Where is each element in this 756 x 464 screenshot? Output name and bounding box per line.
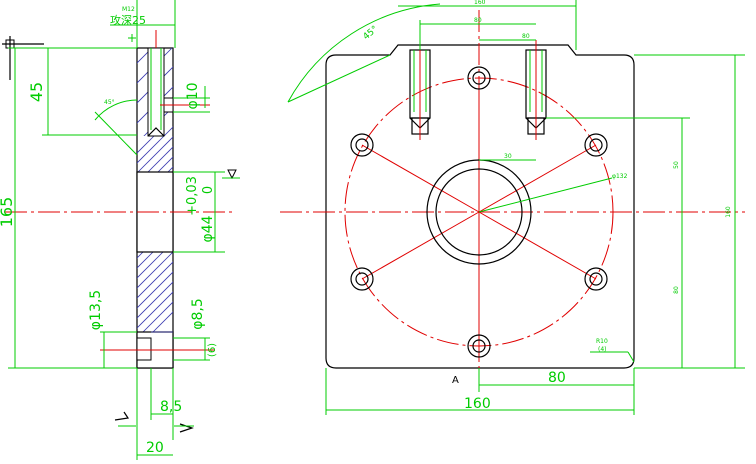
hatch-upper: [137, 135, 173, 172]
bore-leader: [478, 177, 613, 213]
side-view: 165 45 45° M12 攻深25 φ10: [0, 0, 240, 460]
centre-dim-text: 30: [504, 153, 512, 160]
bolt-holes: [350, 66, 608, 358]
chamfer-arc: 45°: [287, 3, 441, 103]
dim-phi44: φ44 +0,03 0: [173, 169, 240, 253]
right-dim-upper-text: 50: [673, 161, 680, 169]
dim-165-text: 165: [0, 197, 16, 228]
dim-paren-text: (6): [207, 343, 218, 357]
dim-phi10: φ10: [173, 82, 210, 113]
top-dim-inner-text: 80: [522, 33, 530, 40]
bolt-hole: [350, 267, 374, 291]
top-dim-mid-text: 80: [474, 17, 482, 24]
top-dims: 160 80 80 30: [398, 0, 577, 161]
dim-phi10-text: φ10: [185, 82, 201, 109]
dim-80-text: 80: [548, 370, 566, 386]
right-dim-full-text: 160: [725, 206, 732, 218]
ucs-icon: [2, 36, 44, 80]
dim-45: 45: [27, 48, 137, 136]
chamfer-note-text: 45°: [362, 24, 381, 42]
finish-marks: [114, 411, 194, 433]
dim-20: 20: [136, 368, 173, 460]
dim-45-text: 45: [27, 82, 46, 102]
bottom-dims: 80 160: [325, 368, 635, 415]
radius-note-text: R10: [596, 338, 608, 345]
hatch-lower: [137, 252, 173, 332]
bolt-circle-text: φ132: [612, 173, 628, 180]
dim-165: 165: [0, 47, 137, 369]
dim-phi44-text: φ44: [200, 215, 216, 242]
dim-phi8-5: φ8,5 (6): [173, 298, 218, 361]
bolt-hole: [350, 133, 374, 157]
angle-45: 45°: [94, 99, 138, 156]
hidden-threaded-holes: [409, 40, 547, 140]
thread-spec-text: M12: [122, 6, 135, 13]
central-bore-inner: [435, 168, 523, 256]
top-dim-outer-text: 160: [474, 0, 486, 6]
dim-20-text: 20: [146, 440, 164, 456]
plate-outline: [325, 44, 635, 369]
radius-sub-text: (4): [598, 346, 607, 353]
dim-tolerance-zero-text: 0: [201, 186, 216, 194]
dim-phi8-5-text: φ8,5: [190, 298, 206, 330]
right-dims: 160 50 80: [546, 54, 745, 369]
dim-8-5-text: 8,5: [160, 399, 182, 415]
dim-phi13-5: φ13,5: [88, 290, 137, 369]
bolt-hole: [467, 66, 491, 90]
bolt-hole: [584, 267, 608, 291]
surface-finish-icon: [227, 169, 237, 180]
bolt-hole: [584, 133, 608, 157]
bolt-hole: [467, 334, 491, 358]
thread-note: M12 攻深25: [110, 0, 176, 48]
thread-note-text: 攻深25: [110, 13, 146, 27]
angle-45-text: 45°: [104, 99, 115, 106]
threaded-hole: [147, 47, 165, 137]
front-view: φ132 160 80 80 30 45° 160: [280, 0, 745, 415]
section-label: A: [452, 375, 459, 386]
dim-160-text: 160: [464, 396, 491, 412]
dim-tolerance-text: +0,03: [185, 176, 200, 216]
dim-8-5: 8,5: [150, 368, 182, 440]
dim-phi13-5-text: φ13,5: [88, 290, 104, 330]
radius-note: R10 (4): [590, 338, 635, 363]
radial-lines: [361, 78, 597, 346]
right-dim-lower-text: 80: [673, 286, 680, 294]
